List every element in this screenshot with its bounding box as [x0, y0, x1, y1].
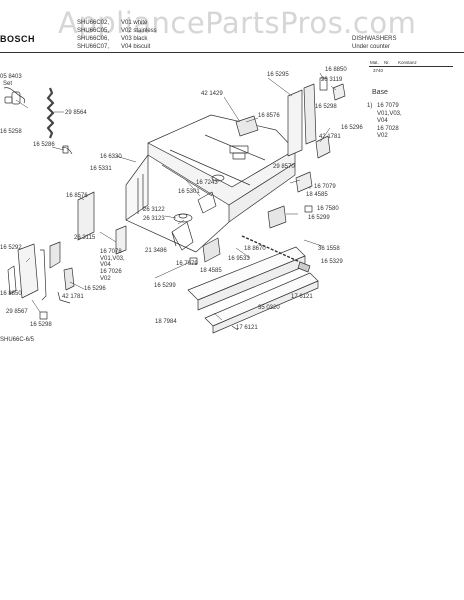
part-label: 16 7078	[100, 249, 122, 255]
toe-board	[187, 235, 319, 334]
model-4: SHU66C07,	[77, 44, 110, 50]
part-label: 16 5296	[84, 286, 106, 292]
part-label: 18 8670	[244, 246, 266, 252]
part-label: 16 7079	[314, 184, 336, 190]
part-label: 05 8403	[0, 74, 22, 80]
part-label: 42 1781	[62, 294, 84, 300]
part-label: 26 3122	[143, 207, 165, 213]
brand-name: BOSCH	[0, 34, 36, 44]
part-label: 16 8850	[325, 67, 347, 73]
ref-col-1: Mat.	[370, 60, 379, 65]
part-label: 16 8576	[258, 113, 280, 119]
part-label: 16 7580	[317, 206, 339, 212]
variant-2: V02 stainless	[121, 28, 157, 34]
model-2: SHU66C05,	[77, 28, 110, 34]
part-label: 16 8576	[66, 193, 88, 199]
ref-code: 3740	[373, 68, 384, 73]
part-label: 16 7079	[176, 261, 198, 267]
part-label: 16 9533	[228, 256, 250, 262]
part-label: 16 5296	[341, 125, 363, 131]
section-label: Under counter	[352, 44, 391, 50]
legend-title: Base	[372, 89, 388, 96]
part-label: 17 6121	[291, 294, 313, 300]
legend-divider	[369, 66, 453, 67]
part-label: 16 6330	[100, 154, 122, 160]
footer-code: SHU66C-6/5	[0, 337, 35, 343]
leader-lines	[15, 72, 337, 321]
variant-4: V04 biscuit	[121, 44, 151, 50]
ref-col-3: Konstanz	[398, 60, 417, 65]
variant-1: V01 white	[121, 20, 148, 26]
legend-entry-2: 16 7079	[377, 103, 399, 109]
part-label: 16 7026	[100, 269, 122, 275]
hose-set	[3, 87, 73, 155]
header-divider	[0, 52, 464, 53]
part-label: V01,V03,	[100, 256, 125, 262]
part-label: 16 5292	[0, 245, 22, 251]
watermark: AppliancePartsPros.com	[58, 6, 417, 40]
part-label: 16 8850	[0, 291, 22, 297]
part-label: 26 3119	[321, 77, 343, 83]
part-label: 18 4585	[200, 268, 222, 274]
model-3: SHU66C06,	[77, 36, 110, 42]
part-label: 17 6121	[236, 325, 258, 331]
part-label: 42 1781	[319, 134, 341, 140]
base-tub	[125, 114, 296, 253]
legend-entry-6: V02	[377, 133, 388, 139]
part-label: 16 5286	[33, 142, 55, 148]
part-label: 18 7984	[155, 319, 177, 325]
part-label: 26 3123	[143, 216, 165, 222]
part-label: 36 1558	[318, 246, 340, 252]
part-label: 16 5329	[321, 259, 343, 265]
category-label: DISHWASHERS	[352, 36, 397, 42]
ref-col-2: Nr.	[384, 60, 390, 65]
left-side-parts	[7, 191, 127, 320]
part-label: 26 3115	[74, 235, 96, 241]
right-brackets	[235, 77, 346, 229]
part-label: 29 8570	[273, 164, 295, 170]
part-label: 16 5299	[154, 283, 176, 289]
legend-entry-3: V01,V03,	[377, 111, 402, 117]
part-label: 16 5331	[90, 166, 112, 172]
model-1: SHU66C02,	[77, 20, 110, 26]
part-label: 16 5258	[0, 129, 22, 135]
part-label: 16 5301	[178, 189, 200, 195]
part-label: V02	[100, 276, 111, 282]
part-label: 42 1429	[201, 91, 223, 97]
part-label: 16 5298	[315, 104, 337, 110]
legend-entry-1: 1)	[367, 103, 373, 109]
part-label: 16 5295	[267, 72, 289, 78]
part-label: 35 0320	[258, 305, 280, 311]
part-label: 16 7243	[196, 180, 218, 186]
legend-entry-5: 16 7028	[377, 126, 399, 132]
part-label: 16 5299	[308, 215, 330, 221]
variant-3: V03 black	[121, 36, 148, 42]
part-label: Set	[3, 81, 13, 87]
part-label: 21 3486	[145, 248, 167, 254]
part-label: 16 5298	[30, 322, 52, 328]
part-label: 29 8567	[6, 309, 28, 315]
legend-entry-4: V04	[377, 118, 388, 124]
part-label: V04	[100, 262, 111, 268]
part-label: 18 4585	[306, 192, 328, 198]
part-label: 29 8564	[65, 110, 87, 116]
